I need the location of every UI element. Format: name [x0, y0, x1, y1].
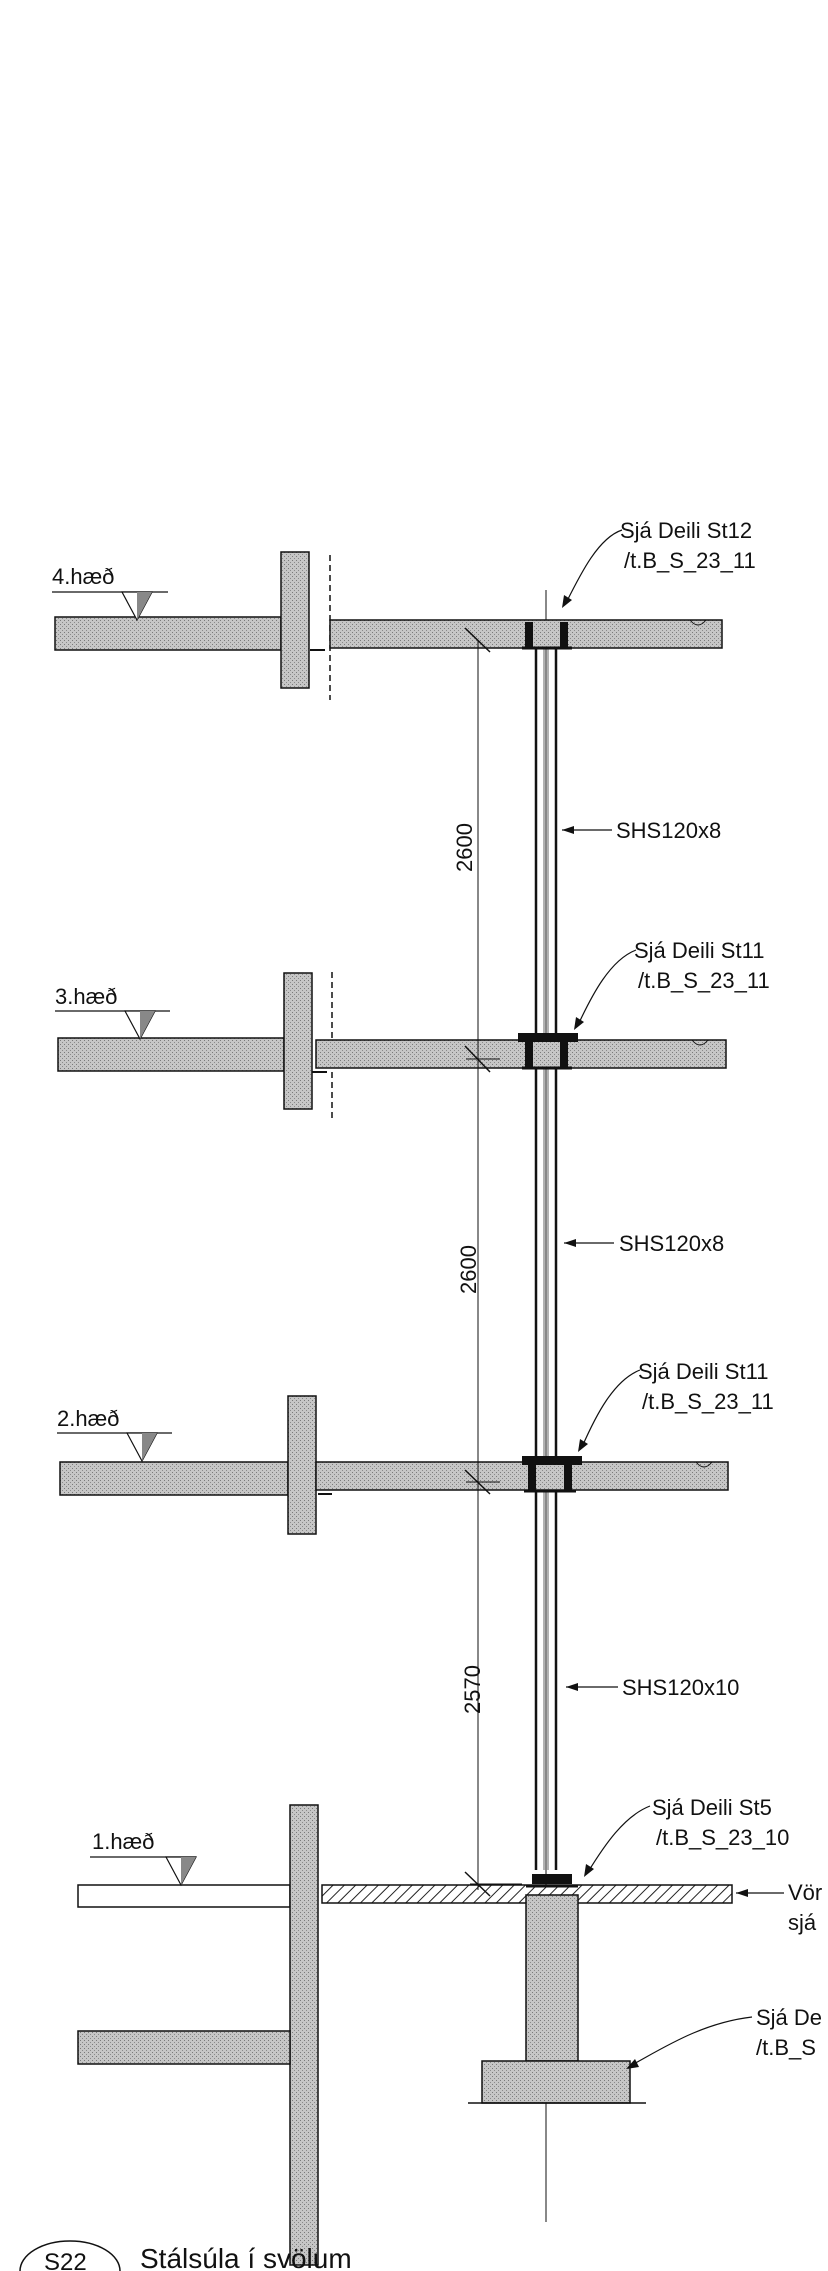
reference-floor-cut-title: Vör: [788, 1880, 822, 1905]
steel-column: [534, 590, 558, 2222]
level-2-label: 2.hæð: [57, 1406, 119, 1431]
reference-footing-cut-title: Sjá De: [756, 2005, 822, 2030]
dimension-2600-upper: 2600: [452, 823, 477, 872]
dimension-2570-lower: 2570: [460, 1665, 485, 1714]
level-3-floor: [57, 972, 727, 1118]
level-4-label: 4.hæð: [52, 564, 114, 589]
reference-top-title: Sjá Deili St12: [620, 518, 752, 543]
caption-title: Stálsúla í svölum: [140, 2243, 352, 2271]
profile-label-lower: SHS120x10: [622, 1675, 739, 1700]
reference-base-title: Sjá Deili St5: [652, 1795, 772, 1820]
profile-label-middle: SHS120x8: [619, 1231, 724, 1256]
level-4-floor: [54, 551, 723, 700]
level-1-marker: [90, 1856, 198, 1887]
reference-base-sheet: /t.B_S_23_10: [656, 1825, 789, 1850]
reference-level2-sheet: /t.B_S_23_11: [642, 1389, 774, 1414]
profile-leaders: [562, 826, 618, 1691]
caption-id: S22: [44, 2249, 87, 2271]
level-1-label: 1.hæð: [92, 1829, 154, 1854]
caption-bubble: [19, 2240, 121, 2271]
reference-leaders: [562, 529, 784, 2069]
reference-top-sheet: /t.B_S_23_11: [624, 548, 756, 573]
level-4-marker: [52, 591, 168, 622]
dimension-2600-middle: 2600: [456, 1245, 481, 1294]
reference-level2-title: Sjá Deili St11: [638, 1359, 768, 1384]
level-2-marker: [57, 1432, 172, 1463]
reference-footing-cut-sheet: /t.B_S: [756, 2035, 816, 2060]
level-3-marker: [55, 1010, 170, 1041]
level-3-label: 3.hæð: [55, 984, 117, 1009]
dimension-line: [464, 627, 522, 1897]
level-2-floor: [59, 1395, 729, 1535]
reference-level3-title: Sjá Deili St11: [634, 938, 764, 963]
profile-label-upper: SHS120x8: [616, 818, 721, 843]
reference-floor-cut-sheet: sjá: [788, 1910, 817, 1935]
reference-level3-sheet: /t.B_S_23_11: [638, 968, 770, 993]
level-1-floor: [77, 1804, 733, 2266]
